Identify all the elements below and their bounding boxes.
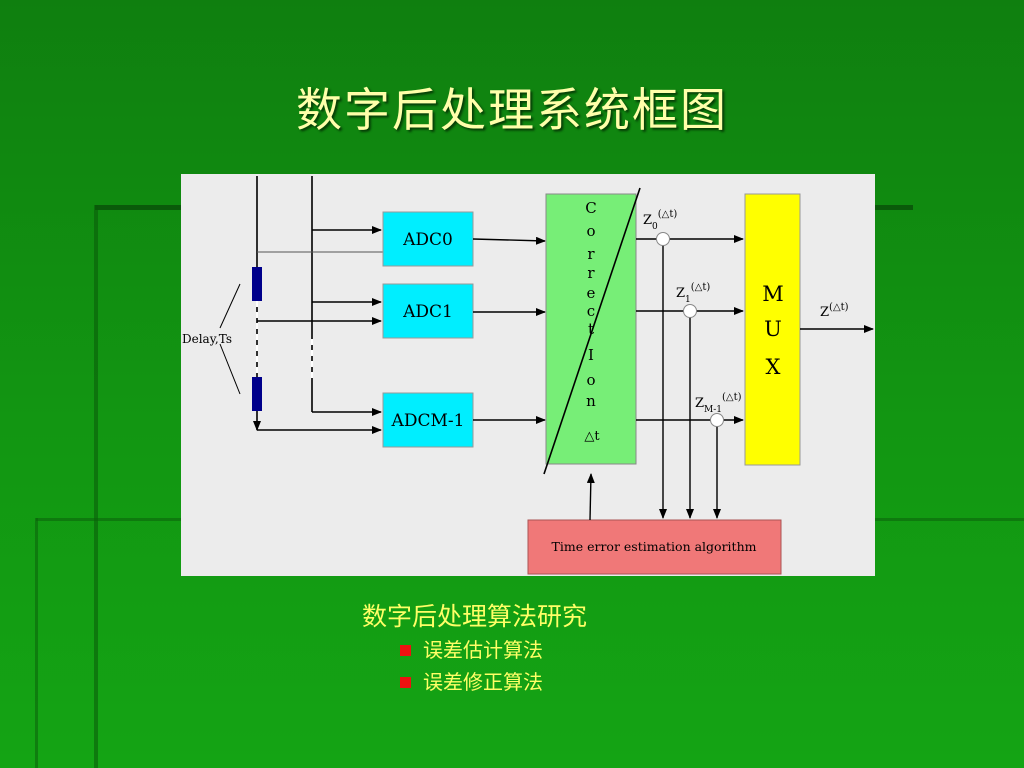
- correction-letter: o: [586, 371, 595, 389]
- adcm1-block: [382, 392, 474, 448]
- correction-letter: c: [587, 302, 595, 320]
- z1-label: Z1(△t): [676, 282, 710, 305]
- correction-letter: r: [587, 264, 595, 282]
- tap-node-z1: [683, 304, 697, 318]
- correction-block: [545, 193, 637, 465]
- adc0-block: [382, 211, 474, 267]
- tap-node-z0: [656, 232, 670, 246]
- adcm1-label: ADCM-1: [391, 411, 465, 431]
- adc0-label: ADC0: [402, 230, 453, 250]
- mux-letter: X: [766, 355, 781, 379]
- delay-label: Delay,Ts: [182, 332, 232, 346]
- background-frame-left: [94, 205, 98, 768]
- tap-node-zm1: [710, 413, 724, 427]
- correction-delta: △t: [584, 429, 600, 444]
- correction-diagonal: [543, 187, 641, 475]
- system-block-diagram: Delay,Ts ADC0 ADC1 ADCM-1 C o r r e c t …: [182, 176, 874, 575]
- correction-letter: e: [587, 284, 596, 302]
- correction-letter: o: [586, 222, 595, 240]
- delay-element-2: [252, 377, 262, 411]
- mux-block: [744, 193, 801, 466]
- output-label: Z(△t): [820, 302, 849, 320]
- delay-element-1: [252, 267, 262, 301]
- algorithm-heading: 数字后处理算法研究: [362, 602, 588, 631]
- algorithm-section: 数字后处理算法研究 误差估计算法 误差修正算法: [362, 600, 587, 698]
- correction-letter: t: [588, 320, 594, 338]
- slide-title: 数字后处理系统框图: [296, 83, 728, 137]
- correction-letters: C o r r e c t I o n: [585, 199, 596, 410]
- correction-letter: n: [586, 392, 596, 410]
- adc1-block: [382, 283, 474, 339]
- correction-letter: r: [587, 245, 595, 263]
- correction-letter: C: [585, 199, 596, 217]
- background-frame-lower-left: [35, 518, 38, 768]
- time-error-estimation-label: Time error estimation algorithm: [552, 539, 757, 554]
- square-bullet-icon: [400, 676, 411, 688]
- bullet-item: 误差修正算法: [400, 666, 587, 698]
- correction-letter: I: [588, 346, 594, 364]
- square-bullet-icon: [400, 644, 411, 656]
- mux-letter: U: [764, 317, 782, 341]
- mux-letter: M: [762, 282, 784, 306]
- zm1-label: ZM-1(△t): [695, 392, 742, 415]
- bullet-text: 误差估计算法: [423, 638, 543, 662]
- bullet-text: 误差修正算法: [423, 670, 543, 694]
- adc1-label: ADC1: [402, 302, 453, 322]
- time-error-estimation-block: [527, 519, 782, 575]
- bullet-item: 误差估计算法: [400, 634, 587, 666]
- z0-label: Z0(△t): [643, 209, 677, 232]
